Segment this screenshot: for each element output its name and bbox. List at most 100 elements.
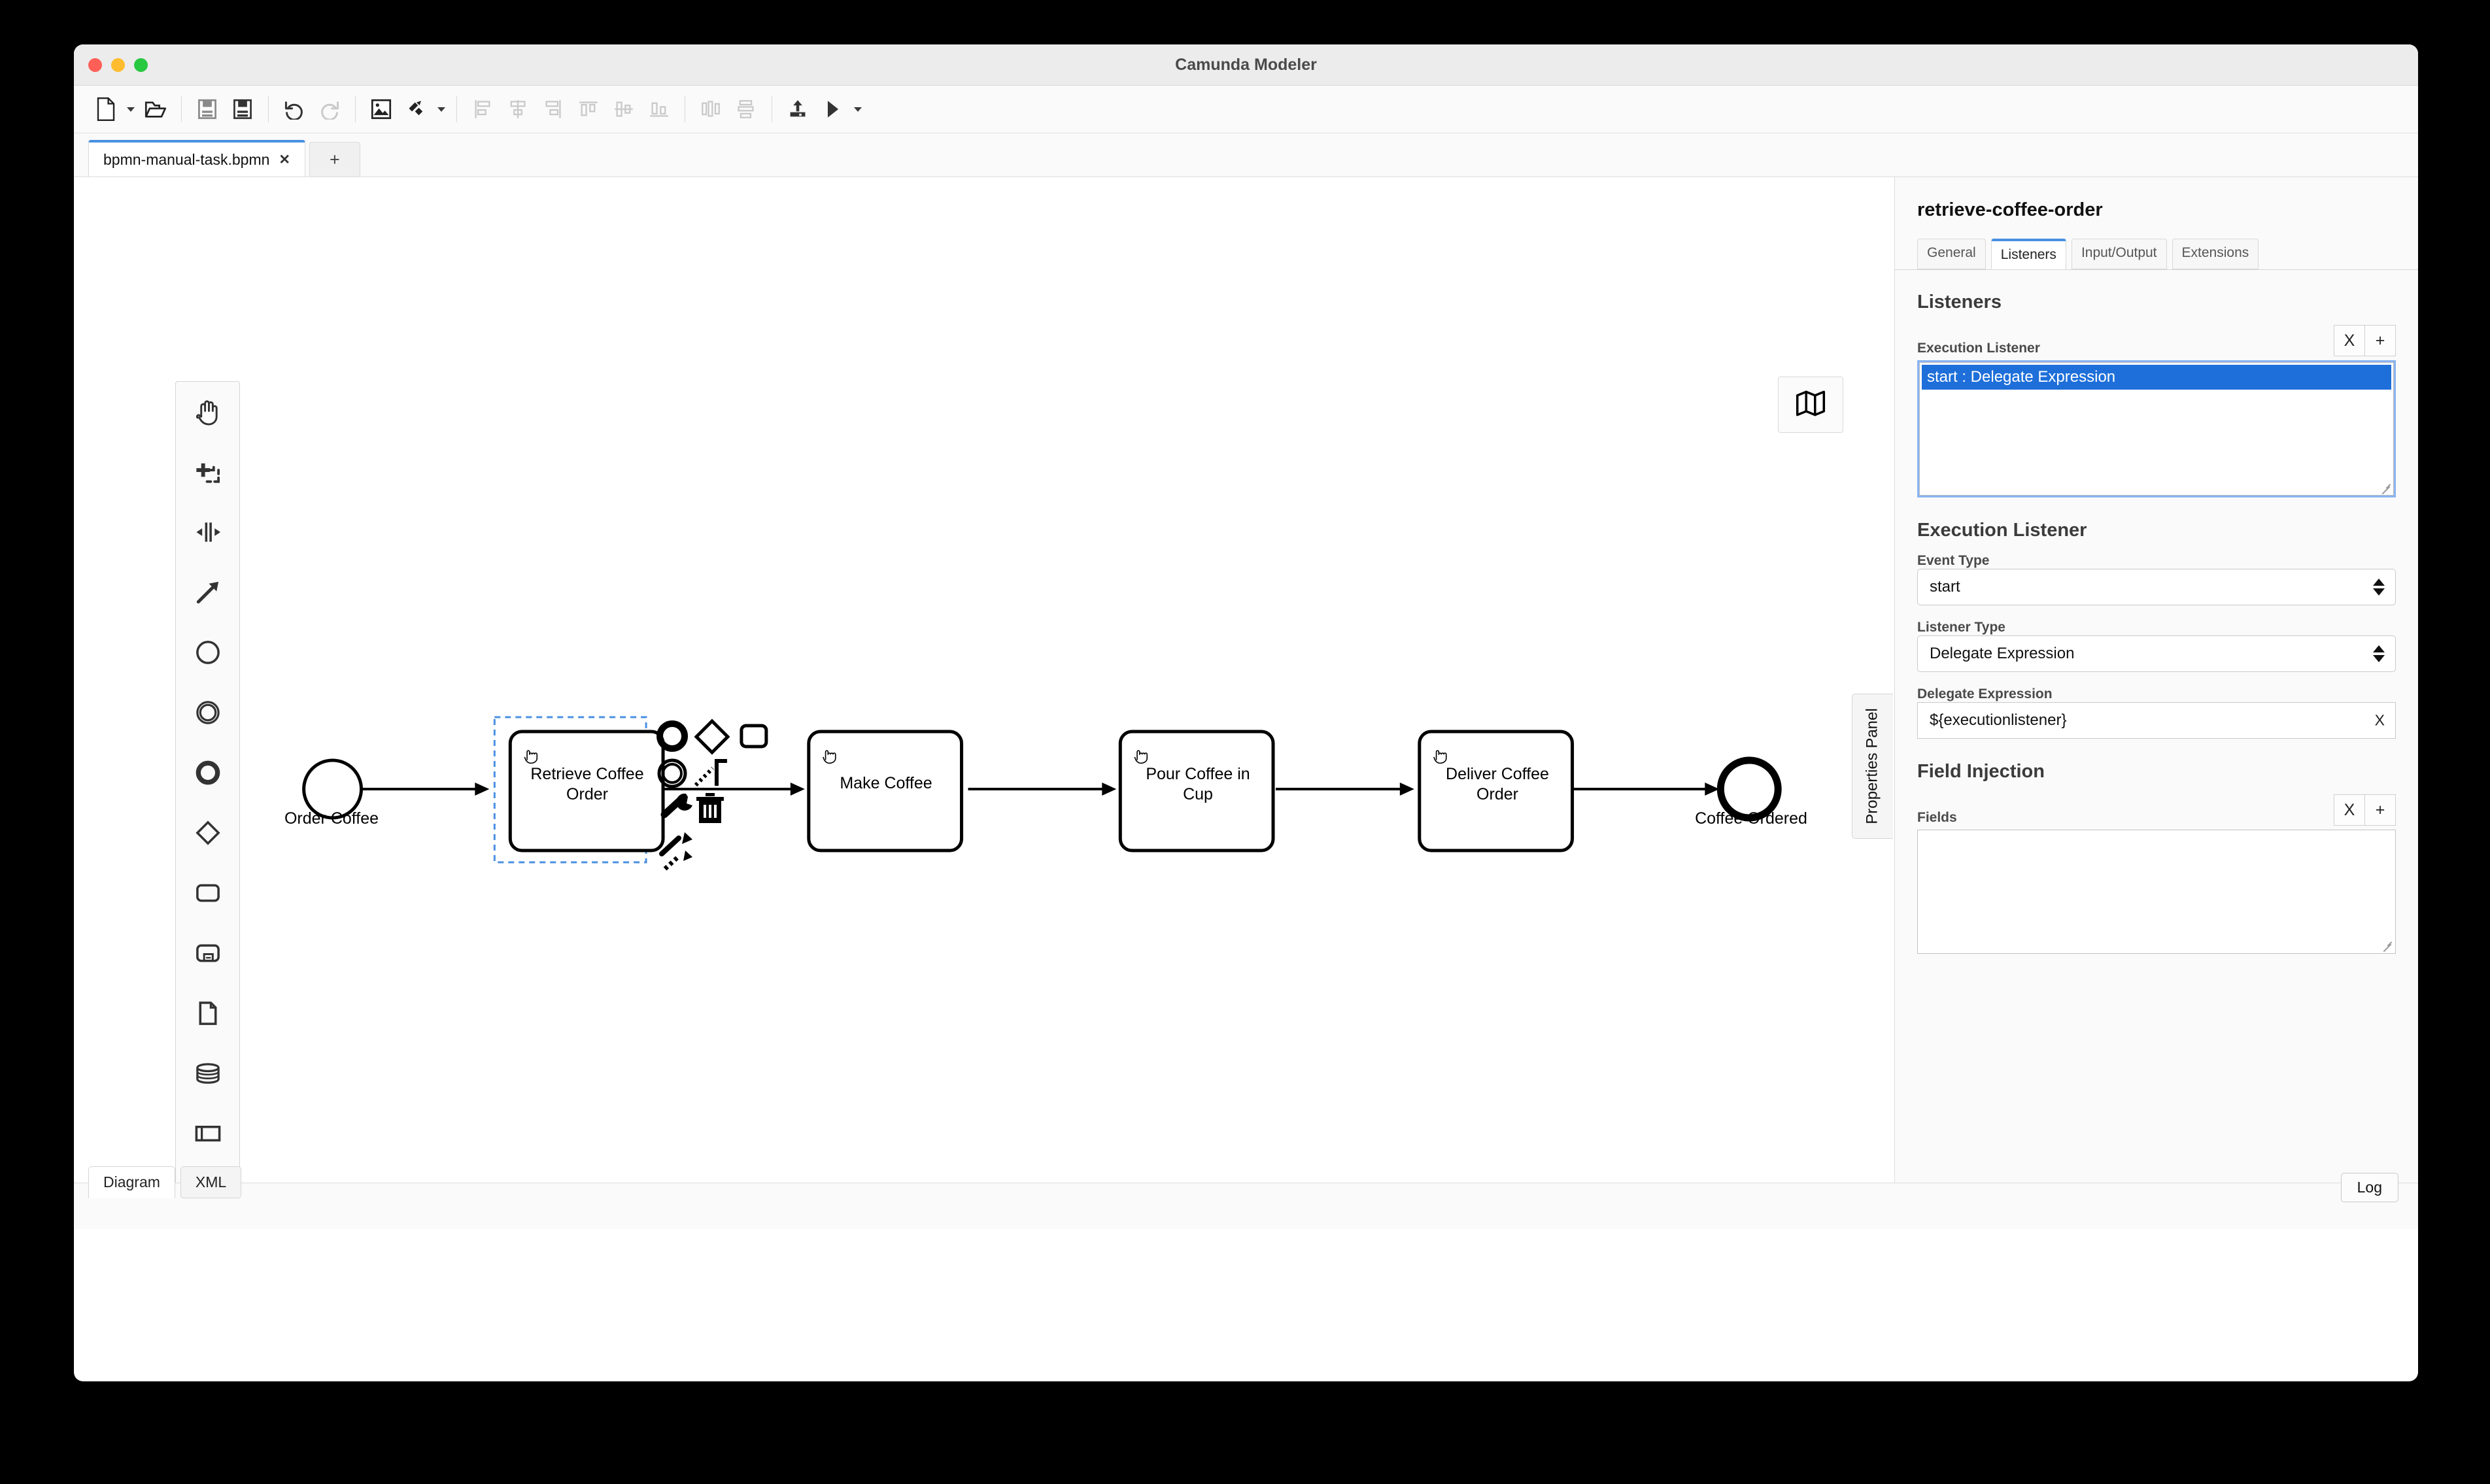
chevron-updown-icon — [2373, 579, 2385, 596]
tab-listeners[interactable]: Listeners — [1990, 239, 2066, 269]
bpmn-start-event[interactable] — [302, 758, 364, 820]
bpmn-task-pour-coffee-in-cup[interactable] — [1118, 730, 1275, 852]
align-top-icon[interactable] — [571, 92, 606, 127]
hand-tool-icon[interactable] — [176, 382, 239, 442]
bpmn-task-retrieve-coffee-order[interactable] — [508, 730, 665, 852]
file-tab-bpmn-manual-task[interactable]: bpmn-manual-task.bpmn ✕ — [88, 140, 306, 177]
new-file-icon[interactable] — [88, 92, 124, 127]
intermediate-event-icon[interactable] — [176, 683, 239, 743]
data-store-icon[interactable] — [176, 1043, 239, 1104]
export-image-icon[interactable] — [364, 92, 399, 127]
undo-icon[interactable] — [277, 92, 312, 127]
log-button[interactable]: Log — [2340, 1173, 2398, 1202]
task-icon[interactable] — [176, 863, 239, 923]
add-listener-button[interactable]: + — [2364, 325, 2396, 356]
gateway-icon[interactable] — [176, 803, 239, 863]
color-picker-icon[interactable] — [399, 92, 434, 127]
properties-panel-toggle-label: Properties Panel — [1864, 708, 1881, 824]
execution-listener-listbox[interactable]: start : Delegate Expression — [1917, 360, 2396, 497]
bpmn-diagram — [302, 716, 1782, 871]
distribute-vertical-icon[interactable] — [728, 92, 764, 127]
add-field-button[interactable]: + — [2364, 794, 2396, 826]
minimize-window-button[interactable] — [111, 58, 125, 72]
align-middle-icon[interactable] — [606, 92, 641, 127]
bpmn-task-deliver-coffee-order[interactable] — [1418, 730, 1575, 852]
fields-label: Fields — [1917, 810, 1957, 825]
participant-icon[interactable] — [176, 1104, 239, 1164]
execution-listener-actions: X + — [2334, 325, 2396, 356]
lasso-tool-icon[interactable] — [176, 442, 239, 502]
remove-field-button[interactable]: X — [2334, 794, 2365, 826]
tab-general[interactable]: General — [1917, 239, 1986, 269]
connect-icon[interactable] — [659, 832, 692, 871]
event-type-value: start — [1930, 578, 1960, 596]
save-icon[interactable] — [190, 92, 225, 127]
event-type-label: Event Type — [1917, 553, 1990, 568]
toolbar-divider — [456, 96, 457, 122]
file-tab-strip: bpmn-manual-task.bpmn ✕ + — [74, 133, 2418, 177]
listener-type-select[interactable]: Delegate Expression — [1917, 635, 2396, 672]
maximize-window-button[interactable] — [134, 58, 148, 72]
minimap-toggle-button[interactable] — [1778, 377, 1843, 433]
manual-task-icon — [524, 750, 538, 764]
bpmn-task-label-pour-coffee-in-cup: Pour Coffee in Cup — [1146, 765, 1250, 804]
align-bottom-icon[interactable] — [641, 92, 677, 127]
append-end-event-icon[interactable] — [657, 720, 688, 752]
listeners-group-title: Listeners — [1917, 292, 2002, 312]
run-icon[interactable] — [815, 92, 851, 127]
delegate-expression-input[interactable]: ${executionlistener} X — [1917, 702, 2396, 739]
properties-panel-content: retrieve-coffee-order General Listeners … — [1895, 177, 2418, 1183]
bpmn-end-event[interactable] — [1716, 756, 1782, 822]
delegate-expression-label: Delegate Expression — [1917, 686, 2053, 701]
new-tab-button[interactable]: + — [309, 142, 360, 177]
remove-listener-button[interactable]: X — [2334, 325, 2365, 356]
properties-panel-toggle[interactable]: Properties Panel — [1852, 694, 1893, 839]
fields-listbox[interactable] — [1917, 830, 2396, 954]
bpmn-canvas[interactable]: Order Coffee Coffee Ordered Retrieve Cof… — [74, 177, 1895, 1183]
start-event-icon[interactable] — [176, 622, 239, 683]
append-gateway-icon[interactable] — [694, 718, 730, 755]
color-picker-dropdown-icon[interactable] — [434, 92, 449, 127]
resize-handle[interactable] — [2381, 939, 2393, 951]
append-task-icon[interactable] — [740, 724, 768, 749]
new-file-dropdown-icon[interactable] — [124, 92, 138, 127]
end-event-icon[interactable] — [176, 743, 239, 803]
space-tool-icon[interactable] — [176, 502, 239, 562]
manual-task-icon — [823, 750, 836, 764]
redo-icon[interactable] — [312, 92, 347, 127]
properties-panel: Properties Panel retrieve-coffee-order G… — [1852, 177, 2418, 1183]
align-right-icon[interactable] — [536, 92, 571, 127]
align-left-icon[interactable] — [465, 92, 500, 127]
window-title: Camunda Modeler — [1175, 56, 1317, 74]
bpmn-task-make-coffee[interactable] — [807, 730, 964, 852]
event-type-select[interactable]: start — [1917, 569, 2396, 605]
align-center-icon[interactable] — [500, 92, 536, 127]
tab-extensions[interactable]: Extensions — [2172, 239, 2259, 269]
bpmn-task-label-retrieve-coffee-order: Retrieve Coffee Order — [530, 765, 644, 804]
resize-handle[interactable] — [2379, 482, 2391, 494]
append-intermediate-event-icon[interactable] — [657, 758, 687, 788]
app-body: Order Coffee Coffee Ordered Retrieve Cof… — [74, 177, 2418, 1183]
append-text-annotation-icon[interactable] — [694, 759, 727, 787]
run-dropdown-icon[interactable] — [851, 92, 865, 127]
close-icon[interactable]: ✕ — [279, 152, 291, 167]
tab-diagram[interactable]: Diagram — [88, 1166, 175, 1198]
delete-icon[interactable] — [696, 793, 724, 823]
save-as-icon[interactable] — [225, 92, 260, 127]
tab-input-output[interactable]: Input/Output — [2071, 239, 2167, 269]
global-connect-tool-icon[interactable] — [176, 562, 239, 622]
clear-icon[interactable]: X — [2374, 711, 2385, 729]
close-window-button[interactable] — [88, 58, 102, 72]
open-file-icon[interactable] — [138, 92, 173, 127]
change-type-icon[interactable] — [660, 793, 692, 818]
deploy-icon[interactable] — [780, 92, 815, 127]
list-item[interactable]: start : Delegate Expression — [1922, 365, 2391, 390]
subprocess-icon[interactable] — [176, 923, 239, 983]
distribute-horizontal-icon[interactable] — [693, 92, 728, 127]
view-tabs: Diagram XML — [88, 1166, 242, 1198]
tab-xml[interactable]: XML — [180, 1166, 242, 1198]
bpmn-task-label-make-coffee: Make Coffee — [840, 774, 932, 792]
listener-type-value: Delegate Expression — [1930, 645, 2075, 662]
data-object-icon[interactable] — [176, 983, 239, 1043]
app-window: Camunda Modeler — [74, 44, 2418, 1381]
